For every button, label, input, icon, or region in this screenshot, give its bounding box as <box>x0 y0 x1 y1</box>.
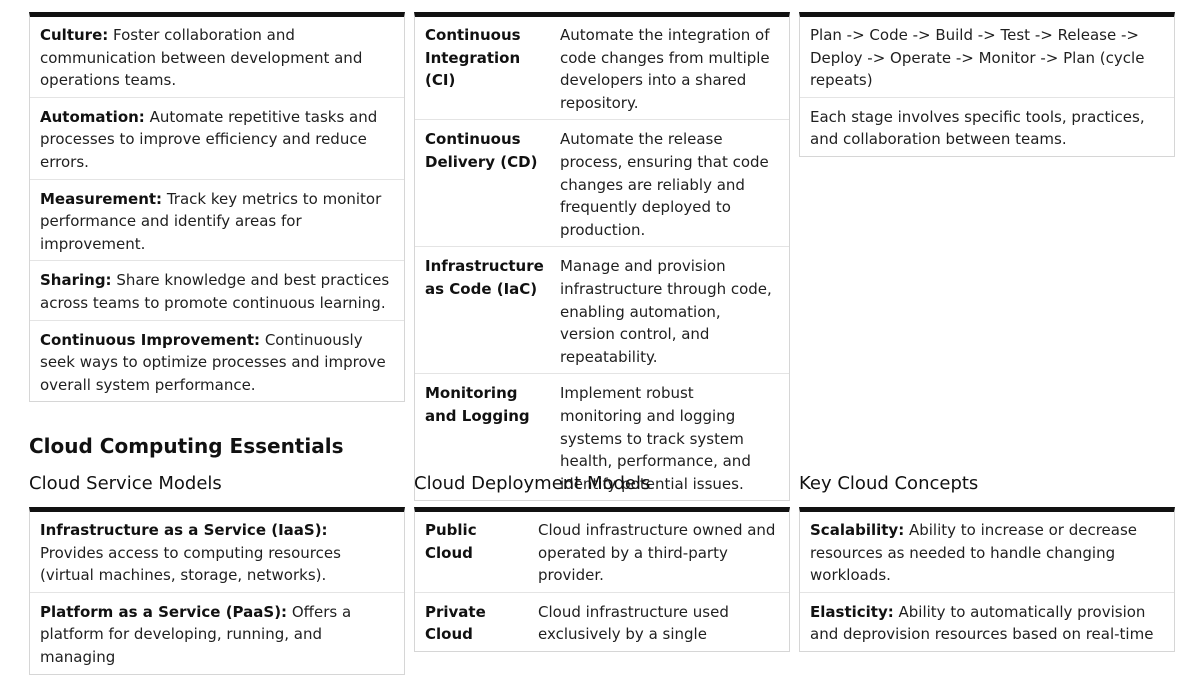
key-concepts-heading: Key Cloud Concepts <box>799 473 979 494</box>
table-row: Continuous Delivery (CD) Automate the rel… <box>415 119 789 246</box>
concept-term: Scalability: <box>810 521 905 539</box>
table-row: Monitoring and Logging Implement robust m… <box>415 373 789 500</box>
service-text: Provides access to computing resources (… <box>40 543 341 585</box>
table-row: Continuous Integration (CI) Automate the … <box>415 17 789 119</box>
section-title: Cloud Computing Essentials <box>29 434 344 458</box>
table-row: Private Cloud Cloud infrastructure used e… <box>415 591 789 651</box>
practice-description: Manage and provision infrastructure thro… <box>560 257 772 366</box>
practice-term: Continuous Delivery (CD) <box>425 130 538 171</box>
lifecycle-item: Plan -> Code -> Build -> Test -> Release… <box>810 26 1145 90</box>
service-models-card: Infrastructure as a Service (IaaS): Prov… <box>29 507 405 675</box>
deployment-description: Cloud infrastructure used exclusively by… <box>538 602 729 644</box>
list-item: Scalability: Ability to increase or decr… <box>800 512 1174 592</box>
devops-practices-table: Continuous Integration (CI) Automate the … <box>414 12 790 502</box>
deployment-models-heading: Cloud Deployment Models <box>414 473 651 494</box>
principle-text: Foster collaboration and communication b… <box>40 26 363 90</box>
concept-term: Elasticity: <box>810 602 894 621</box>
principle-text: Track key metrics to monitor performance… <box>40 189 382 253</box>
devops-principles-card: Culture: Foster collaboration and commun… <box>29 12 405 403</box>
list-item: Elasticity: Ability to automatically pro… <box>800 591 1174 651</box>
devops-lifecycle-card: Plan -> Code -> Build -> Test -> Release… <box>799 12 1175 157</box>
principle-term: Culture: <box>40 26 109 44</box>
deployment-description: Cloud infrastructure owned and operated … <box>538 521 776 585</box>
practice-term: Infrastructure as Code (IaC) <box>425 257 544 298</box>
principle-item: Sharing: Share knowledge and best practi… <box>30 260 404 319</box>
principle-term: Automation: <box>40 107 145 126</box>
service-models-heading: Cloud Service Models <box>29 473 222 494</box>
concept-text: Ability to increase or decrease resource… <box>810 521 1138 585</box>
service-term: Platform as a Service (PaaS): <box>40 602 288 621</box>
principle-text: Continuously seek ways to optimize proce… <box>40 330 386 394</box>
lifecycle-item: Each stage involves specific tools, prac… <box>800 96 1174 156</box>
list-item: Platform as a Service (PaaS): Offers a p… <box>30 591 404 674</box>
principle-item: Continuous Improvement: Continuously see… <box>30 319 404 402</box>
principle-term: Measurement: <box>40 189 163 208</box>
practice-description: Automate the release process, ensuring t… <box>560 130 769 239</box>
list-item: Infrastructure as a Service (IaaS): Prov… <box>30 512 404 592</box>
principle-item: Culture: Foster collaboration and commun… <box>30 17 404 97</box>
practice-description: Implement robust monitoring and logging … <box>560 384 751 493</box>
table-row: Infrastructure as Code (IaC) Manage and p… <box>415 246 789 373</box>
practice-term: Monitoring and Logging <box>425 384 530 425</box>
deployment-term: Public Cloud <box>425 521 477 562</box>
principle-item: Automation: Automate repetitive tasks an… <box>30 96 404 179</box>
principle-item: Measurement: Track key metrics to monito… <box>30 178 404 261</box>
practice-description: Automate the integration of code changes… <box>560 26 770 112</box>
deployment-models-table: Public Cloud Cloud infrastructure owned a… <box>414 507 790 652</box>
service-term: Infrastructure as a Service (IaaS): <box>40 521 328 539</box>
principle-term: Sharing: <box>40 271 112 290</box>
principle-term: Continuous Improvement: <box>40 330 261 349</box>
principle-text: Share knowledge and best practices acros… <box>40 271 390 312</box>
principle-text: Automate repetitive tasks and processes … <box>40 107 378 171</box>
key-concepts-card: Scalability: Ability to increase or decr… <box>799 507 1175 652</box>
deployment-term: Private Cloud <box>425 602 486 644</box>
practice-term: Continuous Integration (CI) <box>425 26 521 90</box>
table-row: Public Cloud Cloud infrastructure owned a… <box>415 512 789 592</box>
